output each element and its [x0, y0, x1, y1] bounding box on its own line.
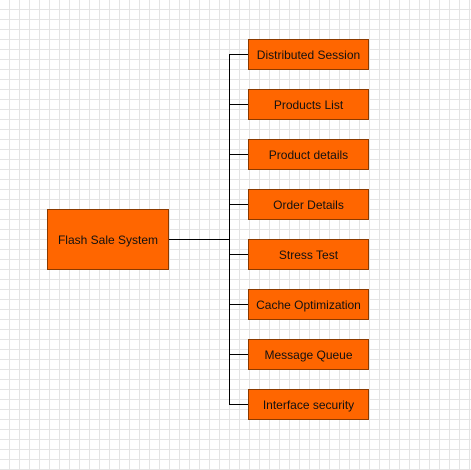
child-node-label: Stress Test: [278, 247, 339, 262]
child-node-products-list[interactable]: Products List: [248, 89, 369, 120]
child-node-interface-security[interactable]: Interface security: [248, 389, 369, 420]
child-node-distributed-session[interactable]: Distributed Session: [248, 39, 369, 70]
child-node-label: Products List: [273, 97, 344, 112]
child-node-label: Message Queue: [264, 347, 353, 362]
child-node-label: Distributed Session: [256, 47, 361, 62]
child-node-label: Product details: [268, 147, 349, 162]
child-node-cache-optimization[interactable]: Cache Optimization: [248, 289, 369, 320]
child-node-label: Order Details: [273, 197, 344, 212]
child-node-stress-test[interactable]: Stress Test: [248, 239, 369, 270]
child-node-label: Interface security: [262, 397, 355, 412]
root-node[interactable]: Flash Sale System: [47, 209, 169, 270]
root-node-label: Flash Sale System: [57, 232, 159, 247]
child-node-product-details[interactable]: Product details: [248, 139, 369, 170]
child-node-label: Cache Optimization: [256, 297, 361, 312]
child-node-order-details[interactable]: Order Details: [248, 189, 369, 220]
child-node-message-queue[interactable]: Message Queue: [248, 339, 369, 370]
